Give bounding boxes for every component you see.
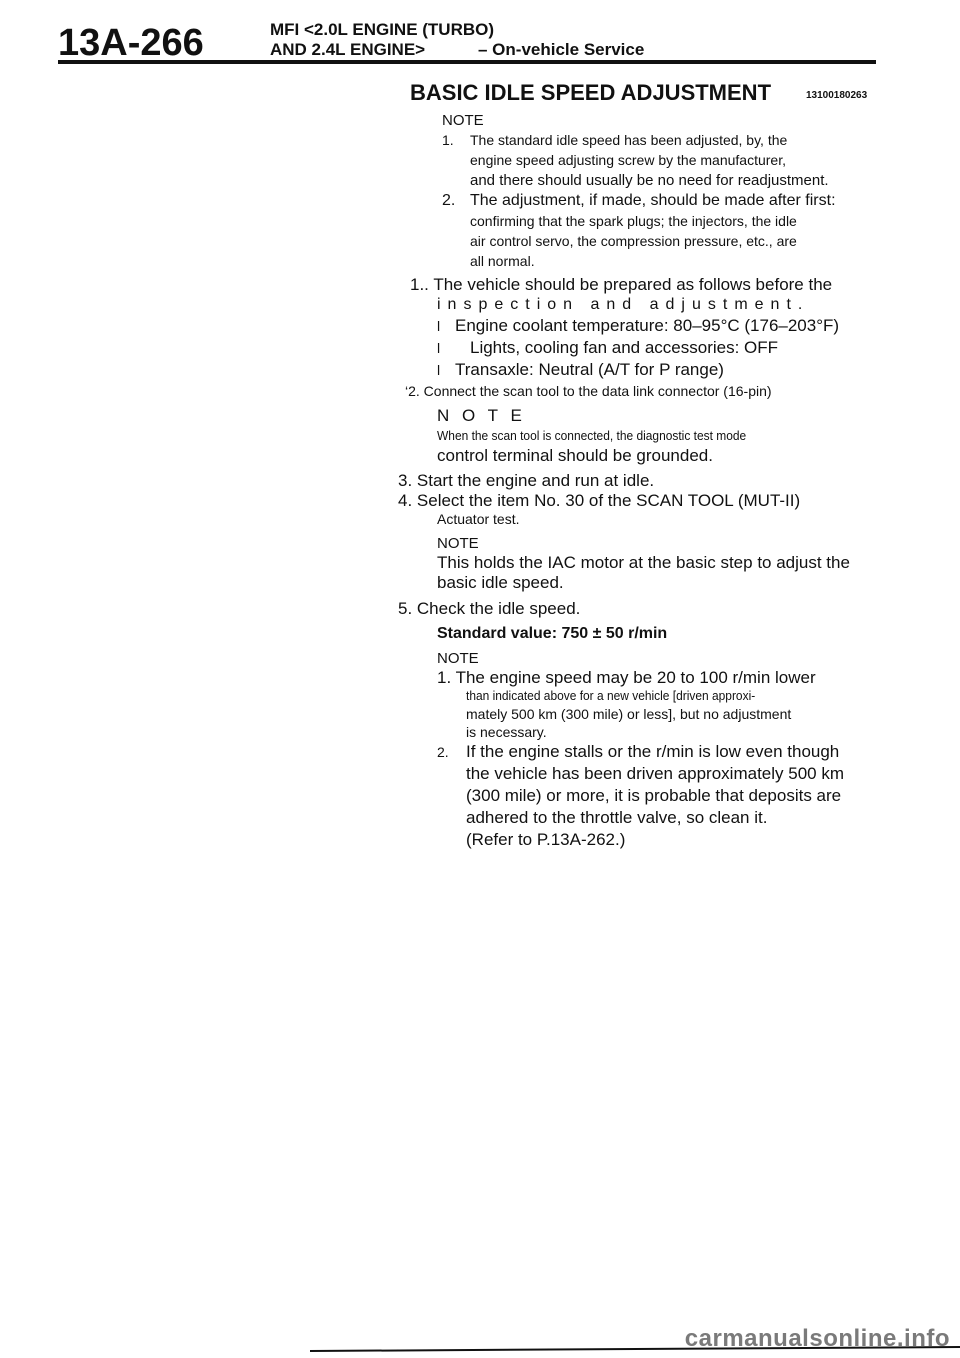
bullet-item: Engine coolant temperature: 80–95°C (176… (455, 316, 840, 335)
step-5: 5. Check the idle speed. (398, 599, 581, 618)
note-item-2-line: all normal. (470, 253, 535, 269)
note-item-1-line: The standard idle speed has been adjuste… (470, 132, 788, 148)
bullet-icon: l (437, 340, 441, 356)
step-3: 3. Start the engine and run at idle. (398, 471, 655, 490)
step-5-note-line: 1. The engine speed may be 20 to 100 r/m… (437, 668, 816, 687)
standard-value: Standard value: 750 ± 50 r/min (437, 625, 668, 642)
step-1-line: inspection and adjustment. (437, 296, 810, 313)
step-5-note-line: mately 500 km (300 mile) or less], but n… (466, 706, 792, 722)
note-item-2-line: air control servo, the compression press… (470, 233, 797, 249)
header-rule (58, 60, 876, 64)
bullet-icon: l (437, 362, 441, 378)
step-5-note-line: the vehicle has been driven approximatel… (466, 764, 844, 783)
step-5-note-label: NOTE (437, 650, 479, 667)
step-2-note-label: N O T E (437, 406, 526, 425)
step-5-note-line: adhered to the throttle valve, so clean … (466, 808, 768, 827)
step-5-note-line: (Refer to P.13A-262.) (466, 830, 626, 849)
step-5-note-line: If the engine stalls or the r/min is low… (466, 742, 840, 761)
note-item-2-line: The adjustment, if made, should be made … (470, 192, 836, 209)
note-label: NOTE (442, 112, 484, 129)
step-4-note-line: basic idle speed. (437, 573, 564, 592)
step-4-line: 4. Select the item No. 30 of the SCAN TO… (398, 491, 801, 510)
step-2-note-line: When the scan tool is connected, the dia… (437, 428, 747, 443)
step-2-note-line: control terminal should be grounded. (437, 446, 713, 465)
note-item-2-line: confirming that the spark plugs; the inj… (470, 213, 797, 229)
watermark: carmanualsonline.info (684, 1325, 950, 1352)
note-item-1-line: and there should usually be no need for … (470, 172, 829, 189)
step-4-note-line: This holds the IAC motor at the basic st… (437, 553, 850, 572)
bullet-icon: l (437, 318, 441, 334)
step-5-note-line: is necessary. (466, 724, 547, 740)
note-item-1-line: engine speed adjusting screw by the manu… (470, 152, 786, 168)
note-item-1-number: 1. (442, 132, 454, 148)
header-section-name: – On-vehicle Service (478, 40, 645, 59)
section-code: 13100180263 (806, 90, 868, 101)
header-line-1: MFI <2.0L ENGINE (TURBO) (270, 20, 495, 39)
header-line-2: AND 2.4L ENGINE> (270, 40, 426, 59)
section-title: BASIC IDLE SPEED ADJUSTMENT (410, 80, 772, 105)
bullet-item: Lights, cooling fan and accessories: OFF (470, 338, 779, 357)
step-2: ‘2. Connect the scan tool to the data li… (405, 383, 772, 399)
step-1-line: 1.. The vehicle should be prepared as fo… (410, 275, 833, 294)
page-number: 13A-266 (58, 22, 204, 64)
step-4-note-label: NOTE (437, 535, 479, 552)
step-5-note-2-number: 2. (437, 744, 449, 760)
bullet-item: Transaxle: Neutral (A/T for P range) (455, 360, 724, 379)
step-5-note-line: than indicated above for a new vehicle [… (466, 688, 756, 703)
step-4-line: Actuator test. (437, 511, 520, 527)
step-5-note-line: (300 mile) or more, it is probable that … (466, 786, 842, 805)
note-item-2-number: 2. (442, 192, 456, 209)
